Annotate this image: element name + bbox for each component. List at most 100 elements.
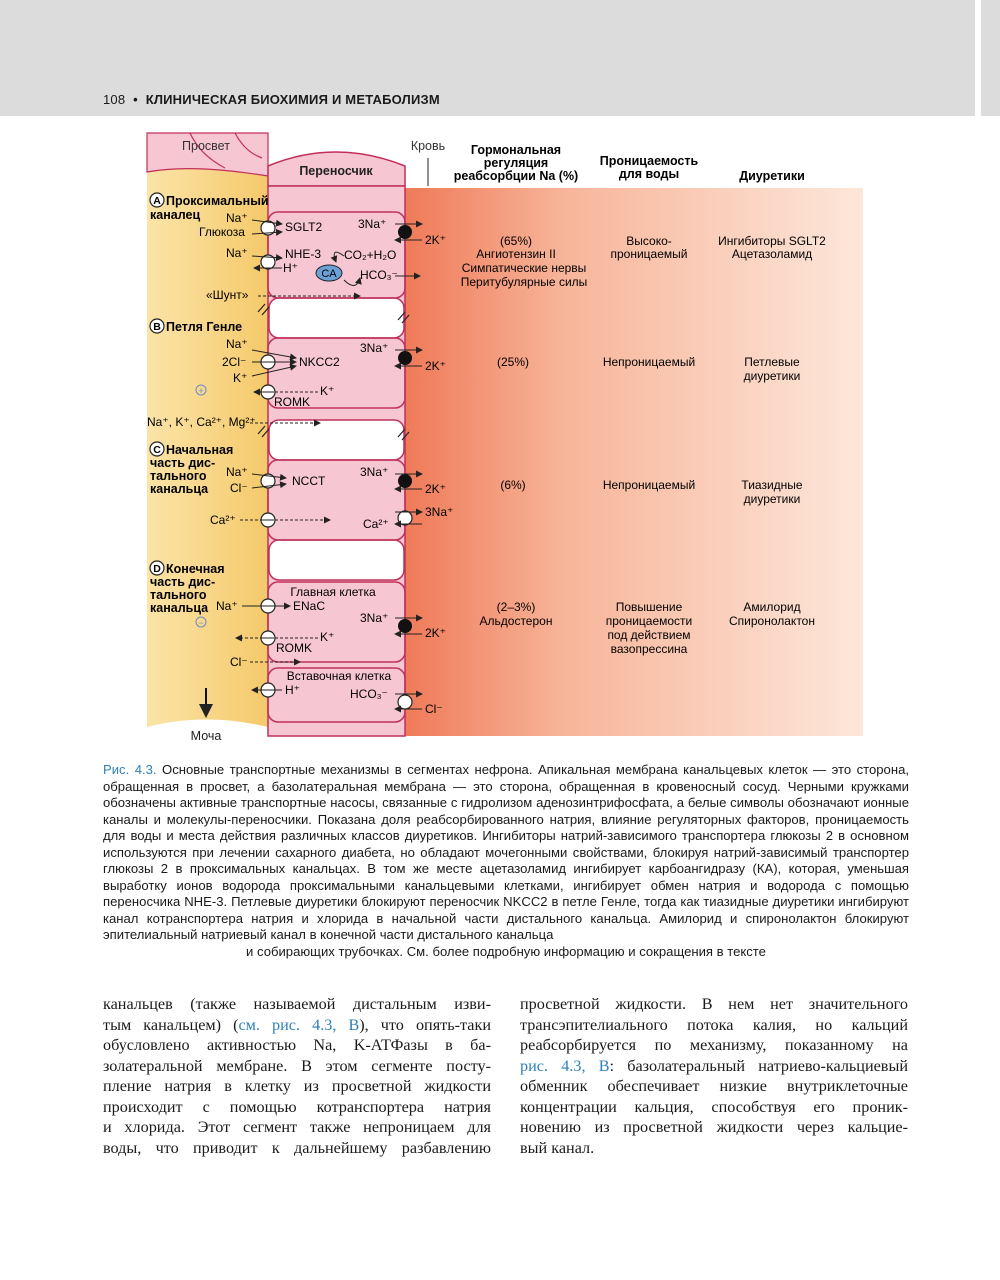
nephron-figure: Просвет Переносчик Кровь Гормональная ре… bbox=[146, 132, 863, 743]
svg-text:2K⁺: 2K⁺ bbox=[425, 233, 446, 247]
romk-label-b: ROMK bbox=[274, 395, 310, 409]
shunt-label: «Шунт» bbox=[206, 288, 249, 302]
ncct-label: NCCT bbox=[292, 474, 326, 488]
segment-c: C Начальная часть дис- тального канальца… bbox=[149, 441, 803, 531]
svg-text:3Na⁺: 3Na⁺ bbox=[360, 341, 388, 355]
body-column-right: просветной жидкости. В нем нет значитель… bbox=[520, 994, 908, 1158]
svg-text:Перитубулярные силы: Перитубулярные силы bbox=[461, 275, 588, 289]
svg-text:2K⁺: 2K⁺ bbox=[425, 626, 446, 640]
header-bullet: • bbox=[133, 92, 138, 107]
svg-text:Глюкоза: Глюкоза bbox=[199, 225, 245, 239]
col-hormonal-3: реабсорбции Na (%) bbox=[454, 169, 578, 183]
svg-text:+: + bbox=[198, 386, 203, 396]
col-water-1: Проницаемость bbox=[600, 154, 699, 168]
body-line: обусловлено активностью Na, K-АТФазы в б… bbox=[103, 1036, 491, 1054]
svg-text:Na⁺: Na⁺ bbox=[226, 337, 248, 351]
break-marks bbox=[257, 303, 410, 441]
svg-text:−: − bbox=[198, 618, 203, 628]
segment-a-letter: A bbox=[153, 195, 161, 207]
enac-label: ENaC bbox=[293, 599, 325, 613]
nkcc2-label: NKCC2 bbox=[299, 355, 340, 369]
svg-text:3Na⁺: 3Na⁺ bbox=[358, 217, 386, 231]
body-line: трансэпителиального потока калия, но кал… bbox=[520, 1015, 908, 1034]
figure-reference-link[interactable]: см. рис. 4.3, В bbox=[238, 1015, 360, 1034]
body-line: и хлорида. Этот сегмент также непроницае… bbox=[103, 1118, 491, 1136]
svg-text:H⁺: H⁺ bbox=[283, 261, 298, 275]
body-line: концентрации кальция, способствуя его пр… bbox=[520, 1097, 908, 1116]
body-line: реабсорбируется по механизму, показанном… bbox=[520, 1036, 908, 1054]
svg-text:Na⁺: Na⁺ bbox=[226, 246, 248, 260]
svg-text:Ca²⁺: Ca²⁺ bbox=[210, 513, 236, 527]
svg-text:(6%): (6%) bbox=[500, 478, 525, 492]
svg-text:2K⁺: 2K⁺ bbox=[425, 359, 446, 373]
romk-label-d: ROMK bbox=[276, 641, 312, 655]
blood-label: Кровь bbox=[411, 139, 445, 153]
svg-text:3Na⁺: 3Na⁺ bbox=[425, 505, 453, 519]
svg-text:B: B bbox=[153, 321, 161, 333]
nhe3-label: NHE-3 bbox=[285, 247, 321, 261]
svg-text:Cl⁻: Cl⁻ bbox=[425, 702, 443, 716]
svg-text:D: D bbox=[153, 563, 161, 575]
svg-text:K⁺: K⁺ bbox=[320, 384, 334, 398]
body-line: золатеральной мембране. В этом сегменте … bbox=[103, 1056, 491, 1075]
svg-text:Cl⁻: Cl⁻ bbox=[230, 655, 248, 669]
blood-area bbox=[405, 188, 863, 736]
body-line: пление натрия в клетку из просветной жид… bbox=[103, 1077, 491, 1095]
body-line: новению из просветной жидкости через кал… bbox=[520, 1118, 908, 1136]
segment-a-name-2: каналец bbox=[150, 208, 200, 222]
running-title: КЛИНИЧЕСКАЯ БИОХИМИЯ И МЕТАБОЛИЗМ bbox=[145, 92, 440, 107]
svg-text:Симпатические нервы: Симпатические нервы bbox=[462, 261, 587, 275]
svg-text:Высоко-: Высоко- bbox=[626, 234, 672, 248]
svg-text:HCO₃⁻: HCO₃⁻ bbox=[350, 687, 388, 701]
segment-d: D Конечная часть дис- тального канальца … bbox=[149, 560, 815, 716]
svg-text:Ca²⁺: Ca²⁺ bbox=[363, 517, 389, 531]
svg-text:Ацетазоламид: Ацетазоламид bbox=[732, 247, 812, 261]
paracellular-ions: Na⁺, K⁺, Ca²⁺, Mg²⁺ bbox=[147, 415, 256, 429]
body-line: обменник обеспечивает низкие внутриклето… bbox=[520, 1077, 908, 1095]
svg-text:диуретики: диуретики bbox=[744, 492, 801, 506]
svg-text:Петля Генле: Петля Генле bbox=[166, 320, 242, 334]
body-line: воды, что приводит к дальнейшему разбавл… bbox=[103, 1138, 491, 1157]
svg-text:тального: тального bbox=[150, 469, 207, 483]
intercalated-cell-label: Вставочная клетка bbox=[287, 669, 392, 683]
carrier-label: Переносчик bbox=[299, 164, 373, 178]
svg-text:Повышение: Повышение bbox=[616, 600, 683, 614]
svg-text:тального: тального bbox=[150, 588, 207, 602]
col-water-2: для воды bbox=[619, 167, 679, 181]
page-top-band bbox=[0, 0, 975, 116]
svg-text:H⁺: H⁺ bbox=[285, 683, 300, 697]
page-side-band bbox=[981, 0, 1000, 116]
sglt2-label: SGLT2 bbox=[285, 220, 322, 234]
body-line: просветной жидкости. В нем нет значитель… bbox=[520, 995, 908, 1013]
svg-text:3Na⁺: 3Na⁺ bbox=[360, 611, 388, 625]
svg-text:HCO₃⁻: HCO₃⁻ bbox=[360, 268, 398, 282]
caption-label: Рис. 4.3. bbox=[103, 762, 157, 777]
urine-label: Моча bbox=[191, 729, 222, 743]
svg-text:проницаемый: проницаемый bbox=[611, 247, 688, 261]
svg-text:Na⁺: Na⁺ bbox=[226, 465, 248, 479]
svg-text:вазопрессина: вазопрессина bbox=[611, 642, 688, 656]
svg-text:Спиронолактон: Спиронолактон bbox=[729, 614, 815, 628]
lumen-area bbox=[147, 168, 268, 736]
svg-text:Амилорид: Амилорид bbox=[743, 600, 800, 614]
svg-text:2Cl⁻: 2Cl⁻ bbox=[222, 355, 246, 369]
svg-text:Непроницаемый: Непроницаемый bbox=[603, 478, 695, 492]
body-line: происходит с помощью котранспортера натр… bbox=[103, 1097, 491, 1116]
segment-b: B Петля Генле Na⁺ 2Cl⁻ K⁺ NKCC2 K⁺ ROMK … bbox=[147, 318, 800, 429]
svg-text:Cl⁻: Cl⁻ bbox=[230, 481, 248, 495]
figure-reference-link[interactable]: рис. 4.3, В bbox=[520, 1056, 610, 1075]
page-number: 108 bbox=[103, 92, 126, 107]
figure-caption: Рис. 4.3. Основные транспортные механизм… bbox=[103, 762, 909, 960]
body-line: рис. 4.3, В: базолатеральный натриево-ка… bbox=[520, 1056, 908, 1075]
col-diuretics: Диуретики bbox=[739, 169, 805, 183]
running-head: 108 • КЛИНИЧЕСКАЯ БИОХИМИЯ И МЕТАБОЛИЗМ bbox=[103, 92, 440, 107]
caption-text: Основные транспортные механизмы в сегмен… bbox=[103, 762, 909, 942]
svg-text:(65%): (65%) bbox=[500, 234, 532, 248]
svg-text:Начальная: Начальная bbox=[166, 443, 233, 457]
svg-text:(25%): (25%) bbox=[497, 355, 529, 369]
svg-text:Na⁺: Na⁺ bbox=[226, 211, 248, 225]
svg-text:канальца: канальца bbox=[150, 482, 209, 496]
svg-text:проницаемости: проницаемости bbox=[606, 614, 693, 628]
body-line: вый канал. bbox=[520, 1138, 595, 1157]
svg-text:Альдостерон: Альдостерон bbox=[480, 614, 553, 628]
